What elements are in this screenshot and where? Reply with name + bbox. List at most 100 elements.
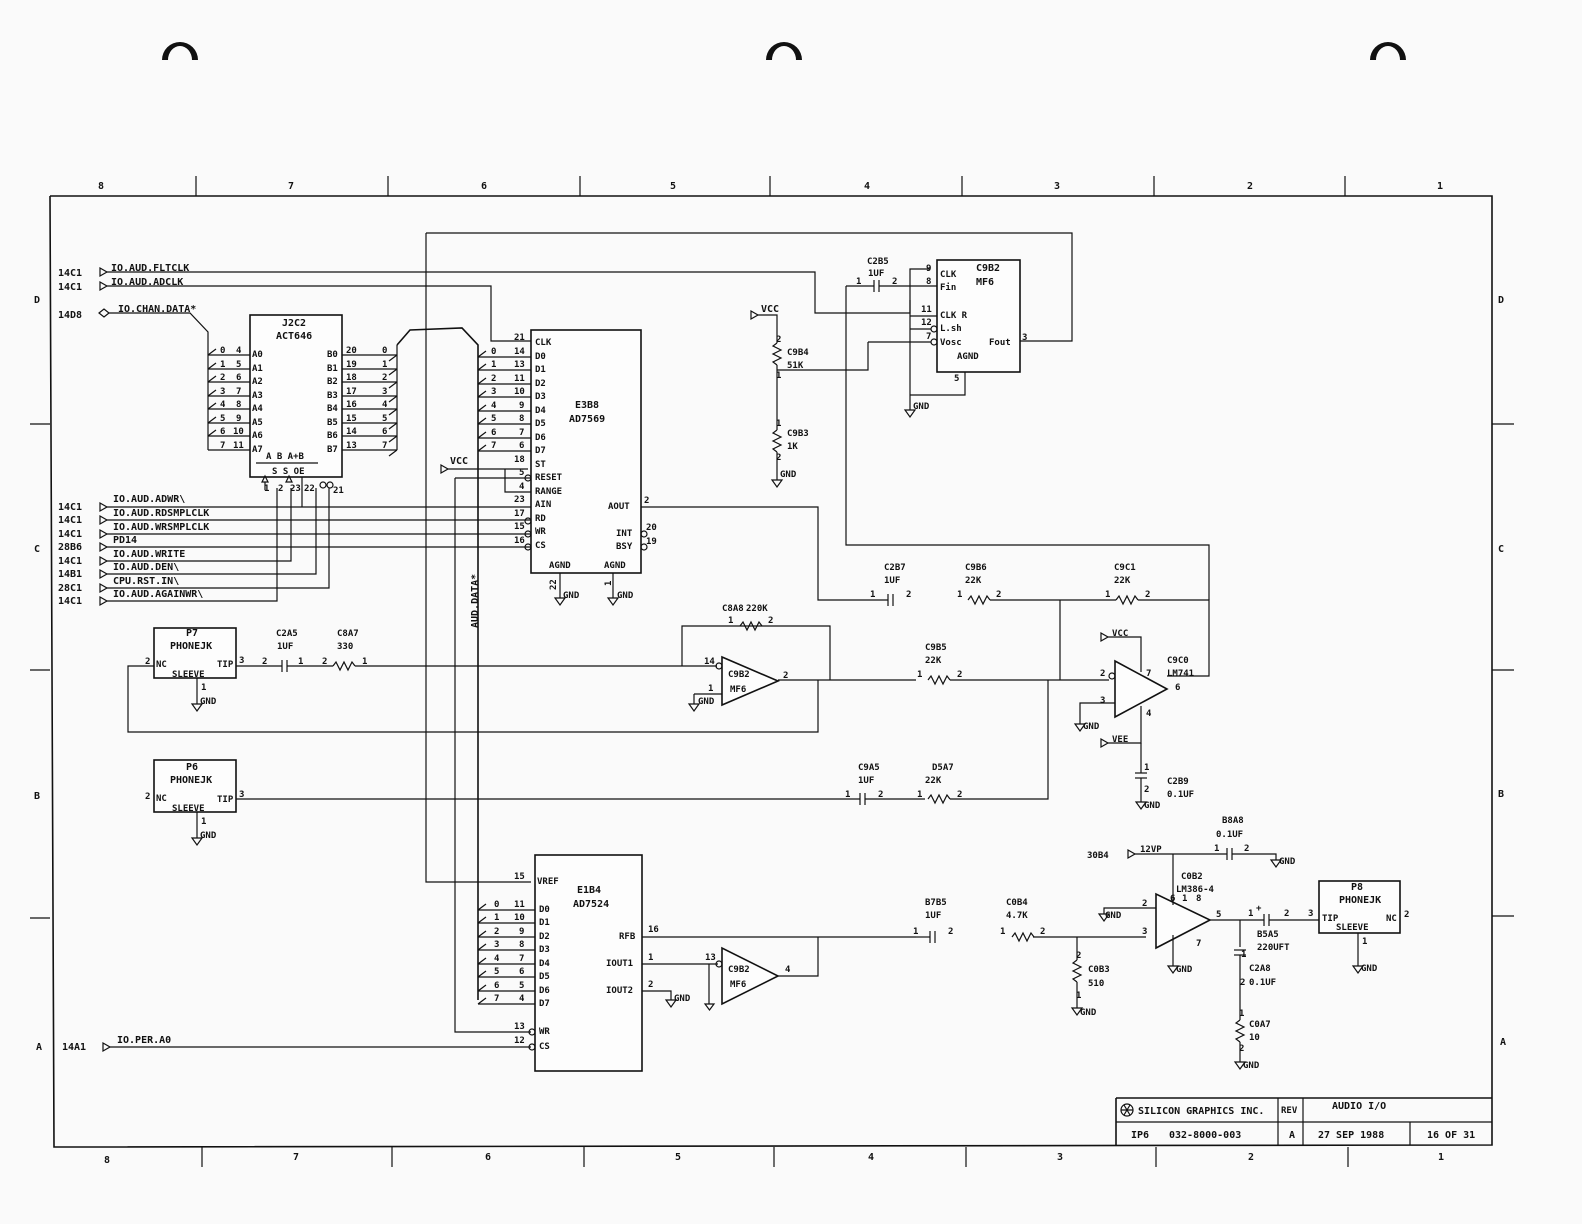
- svg-text:2: 2: [1076, 951, 1081, 961]
- svg-text:15: 15: [514, 522, 525, 532]
- svg-text:4: 4: [785, 965, 791, 975]
- svg-text:51K: 51K: [787, 361, 804, 371]
- svg-text:13: 13: [705, 953, 716, 963]
- svg-text:C9B6: C9B6: [965, 563, 987, 573]
- svg-text:14C1: 14C1: [58, 556, 82, 567]
- svg-text:7: 7: [494, 994, 499, 1004]
- svg-text:C9B3: C9B3: [787, 429, 809, 439]
- svg-text:GND: GND: [1080, 1008, 1097, 1018]
- svg-text:22: 22: [549, 579, 559, 590]
- svg-text:TIP: TIP: [217, 660, 234, 670]
- port-aud-write: 14C1 IO.AUD.WRITE: [58, 549, 185, 567]
- svg-text:2: 2: [768, 616, 773, 626]
- svg-text:10: 10: [233, 427, 244, 437]
- svg-text:1: 1: [1182, 894, 1187, 904]
- svg-text:GND: GND: [1279, 857, 1296, 867]
- svg-text:5: 5: [519, 468, 524, 478]
- svg-text:C2B5: C2B5: [867, 257, 889, 267]
- zone-top-7: 7: [288, 181, 294, 192]
- svg-text:12: 12: [514, 1036, 525, 1046]
- svg-text:MF6: MF6: [976, 277, 994, 288]
- svg-text:D7: D7: [535, 446, 546, 456]
- svg-text:5: 5: [494, 967, 499, 977]
- svg-text:IO.AUD.DEN\: IO.AUD.DEN\: [113, 562, 179, 573]
- zone-bottom-8: 8: [104, 1155, 110, 1166]
- svg-text:4: 4: [494, 954, 500, 964]
- svg-text:22: 22: [304, 484, 315, 494]
- svg-text:1: 1: [1362, 937, 1367, 947]
- svg-text:14C1: 14C1: [58, 282, 82, 293]
- zone-bottom-4: 4: [868, 1152, 874, 1163]
- zone-bottom-3: 3: [1057, 1152, 1063, 1163]
- zone-bottom-5: 5: [675, 1152, 681, 1163]
- svg-text:2: 2: [1100, 669, 1105, 679]
- svg-text:2: 2: [491, 374, 496, 384]
- j2c2-type: ACT646: [276, 331, 312, 342]
- svg-text:SLEEVE: SLEEVE: [1336, 923, 1369, 933]
- svg-text:14: 14: [346, 427, 357, 437]
- svg-text:1: 1: [201, 683, 206, 693]
- e3b8-vcc: VCC: [450, 456, 468, 467]
- svg-text:+: +: [1256, 904, 1262, 914]
- ic-c9b2-mf6-b: C9B2 MF6 13 4: [703, 937, 819, 1011]
- port-aud-den: 14B1 IO.AUD.DEN\: [58, 562, 179, 580]
- e3b8-type: AD7569: [569, 414, 605, 425]
- svg-text:1: 1: [201, 817, 206, 827]
- svg-text:30B4: 30B4: [1087, 851, 1109, 861]
- svg-text:B2: B2: [327, 377, 338, 387]
- svg-text:2: 2: [948, 927, 953, 937]
- output-b5a5: 1 + 2 3 B5A5 220UFT 1 C2A8 2 0.1UF GND C…: [1233, 904, 1319, 1071]
- svg-text:18: 18: [346, 373, 357, 383]
- svg-text:1: 1: [264, 484, 269, 494]
- svg-text:7: 7: [1146, 669, 1151, 679]
- cap-c2b5: C2B5 1UF 1 2: [845, 257, 1210, 600]
- svg-text:D0: D0: [539, 905, 550, 915]
- svg-text:1: 1: [1076, 991, 1081, 1001]
- svg-text:0.1UF: 0.1UF: [1216, 830, 1243, 840]
- svg-text:C2A5: C2A5: [276, 629, 298, 639]
- svg-text:RANGE: RANGE: [535, 487, 562, 497]
- svg-text:1UF: 1UF: [868, 269, 884, 279]
- svg-text:GND: GND: [698, 697, 715, 707]
- svg-text:3: 3: [1308, 909, 1313, 919]
- svg-text:8: 8: [236, 400, 241, 410]
- svg-text:1: 1: [1239, 1009, 1244, 1019]
- svg-text:2: 2: [494, 927, 499, 937]
- svg-text:C2A8: C2A8: [1249, 964, 1271, 974]
- svg-text:B7: B7: [327, 445, 338, 455]
- svg-text:2: 2: [1145, 590, 1150, 600]
- svg-text:VCC: VCC: [1112, 629, 1128, 639]
- ic-c9b2-mf6-a: C9B2 MF6 14 1 GND 2 C8A8 220K 1 2: [681, 604, 916, 713]
- svg-text:0: 0: [382, 346, 387, 356]
- svg-text:PHONEJK: PHONEJK: [1339, 895, 1381, 906]
- svg-text:5: 5: [1216, 910, 1221, 920]
- svg-text:2: 2: [145, 792, 150, 802]
- svg-text:A3: A3: [252, 391, 263, 401]
- svg-text:14C1: 14C1: [58, 515, 82, 526]
- svg-text:17: 17: [346, 387, 357, 397]
- svg-text:7: 7: [519, 428, 524, 438]
- sgi-logo-icon: [1120, 1103, 1134, 1117]
- j2c2-a-pins: A0 A1 A2 A3 A4 A5 A6 A7 4 5 6 7 8 9 10 1…: [207, 346, 263, 455]
- svg-text:2: 2: [1144, 785, 1149, 795]
- svg-text:NC: NC: [156, 794, 167, 804]
- svg-text:CLK R: CLK R: [940, 311, 968, 321]
- svg-text:C2B7: C2B7: [884, 563, 906, 573]
- svg-text:1: 1: [494, 913, 499, 923]
- svg-text:IO.AUD.AGAINWR\: IO.AUD.AGAINWR\: [113, 589, 203, 600]
- svg-text:1: 1: [220, 360, 225, 370]
- svg-text:1: 1: [870, 590, 875, 600]
- svg-text:14B1: 14B1: [58, 569, 82, 580]
- zone-labels: 8 7 6 5 4 3 2 1 8 7 6 5 4 3 2 1 D C B A …: [34, 181, 1506, 1166]
- svg-text:9: 9: [519, 927, 524, 937]
- svg-text:3: 3: [1142, 927, 1147, 937]
- zone-top-4: 4: [864, 181, 870, 192]
- svg-text:2: 2: [1142, 899, 1147, 909]
- svg-text:A0: A0: [252, 350, 263, 360]
- svg-text:2: 2: [644, 496, 649, 506]
- zone-right-d: D: [1498, 295, 1504, 306]
- svg-text:2: 2: [1244, 844, 1249, 854]
- svg-text:P6: P6: [186, 762, 198, 773]
- svg-text:B7B5: B7B5: [925, 898, 947, 908]
